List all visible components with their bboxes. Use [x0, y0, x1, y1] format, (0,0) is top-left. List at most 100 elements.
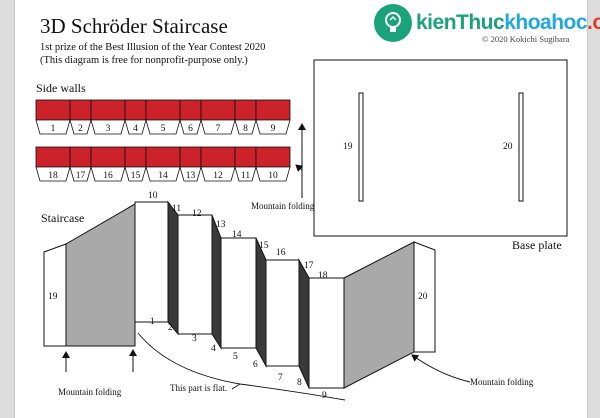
side-wall-top-white-tab — [255, 119, 291, 135]
step-bottom-number: 1 — [150, 317, 155, 327]
side-wall-top-red-tab — [124, 99, 147, 121]
step-top-number: 11 — [172, 204, 181, 214]
base-plate-label: Base plate — [512, 238, 562, 252]
side-wall-top-white-tab — [200, 119, 236, 135]
side-wall-top-red-tab — [255, 99, 291, 121]
step-face — [134, 201, 169, 323]
step-top-number: 10 — [148, 191, 158, 201]
flat-part-note: This part is flat. — [170, 383, 227, 393]
side-wall-bottom-red-tab — [35, 146, 71, 168]
step-face — [308, 277, 345, 389]
side-wall-top-number: 1 — [51, 124, 56, 134]
step-bottom-number: 9 — [322, 391, 327, 401]
side-walls-label: Side walls — [36, 81, 86, 95]
side-wall-bottom-number: 13 — [186, 171, 196, 181]
side-wall-bottom-white-tab — [90, 166, 126, 182]
step-bottom-number: 7 — [278, 373, 283, 383]
gray-wall-left — [65, 203, 136, 347]
side-wall-fold-label: Mountain folding — [251, 201, 315, 211]
side-wall-top-number: 6 — [188, 124, 193, 134]
side-wall-top-number: 2 — [78, 124, 83, 134]
side-wall-top-red-tab — [200, 99, 236, 121]
side-wall-top-red-tab — [179, 99, 202, 121]
side-wall-bottom-red-tab — [69, 146, 92, 168]
step-bottom-number: 5 — [233, 352, 238, 362]
side-wall-top-red-tab — [234, 99, 257, 121]
side-wall-bottom-white-tab — [200, 166, 236, 182]
side-wall-bottom-number: 15 — [131, 171, 141, 181]
side-wall-bottom-white-tab — [69, 166, 92, 182]
flat-part-brace-tick — [231, 383, 241, 390]
gray-wall-right — [343, 241, 415, 389]
staircase-label: Staircase — [41, 211, 84, 225]
step-bottom-number: 3 — [192, 334, 197, 344]
side-wall-top-red-tab — [35, 99, 71, 121]
watermark-part-3: .org — [587, 11, 600, 34]
side-wall-bottom-red-tab — [145, 146, 181, 168]
step-face — [220, 237, 257, 349]
mountain-fold-arrow-right — [411, 354, 471, 383]
step-top-number: 12 — [192, 209, 202, 219]
step-bottom-number: 4 — [211, 344, 216, 354]
step-riser — [211, 214, 222, 350]
step-top-number: 16 — [276, 248, 286, 258]
side-wall-top-red-tab — [69, 99, 92, 121]
step-top-number: 13 — [216, 220, 226, 230]
step-face — [265, 259, 300, 367]
page-title: 3D Schröder Staircase — [40, 14, 228, 38]
watermark-text: kienThuckhoahoc.org — [416, 11, 600, 35]
watermark-part-1: kienThuc — [416, 11, 505, 34]
step-top-number: 17 — [304, 261, 314, 271]
side-wall-top-white-tab — [179, 119, 202, 135]
step-face — [177, 214, 213, 335]
subtitle-award: 1st prize of the Best Illusion of the Ye… — [40, 42, 265, 53]
side-wall-bottom-red-tab — [90, 146, 126, 168]
side-wall-fold-arrow-bottom — [295, 164, 304, 172]
base-plate-number-right: 20 — [503, 142, 513, 152]
lightbulb-logo-icon — [374, 4, 412, 42]
site-watermark: kienThuckhoahoc.org — [374, 2, 600, 44]
subtitle-license: (This diagram is free for nonprofit-purp… — [40, 55, 248, 66]
step-top-number: 14 — [232, 230, 242, 240]
panel-number-right: 20 — [418, 292, 428, 302]
base-plate — [313, 59, 568, 237]
step-riser — [298, 258, 310, 389]
side-wall-bottom-red-tab — [200, 146, 236, 168]
step-bottom-number: 6 — [253, 360, 258, 370]
mountain-fold-label-right: Mountain folding — [470, 377, 534, 387]
side-wall-bottom-red-tab — [255, 146, 291, 168]
side-wall-top-number: 7 — [216, 124, 221, 134]
base-plate-slot-left — [358, 92, 364, 202]
side-wall-bottom-red-tab — [124, 146, 147, 168]
step-riser — [167, 200, 179, 336]
side-wall-top-number: 5 — [161, 124, 166, 134]
side-wall-top-white-tab — [145, 119, 181, 135]
side-wall-bottom-number: 10 — [268, 171, 278, 181]
side-wall-bottom-white-tab — [145, 166, 181, 182]
side-wall-bottom-white-tab — [124, 166, 147, 182]
base-plate-number-left: 19 — [343, 142, 353, 152]
side-wall-top-white-tab — [90, 119, 126, 135]
side-wall-top-number: 3 — [106, 124, 111, 134]
side-wall-bottom-number: 16 — [103, 171, 113, 181]
side-wall-bottom-number: 12 — [213, 171, 223, 181]
side-wall-top-number: 4 — [133, 124, 138, 134]
side-wall-bottom-red-tab — [234, 146, 257, 168]
step-bottom-number: 2 — [168, 323, 173, 333]
side-wall-top-white-tab — [69, 119, 92, 135]
step-top-number: 18 — [318, 271, 328, 281]
side-wall-bottom-white-tab — [179, 166, 202, 182]
side-wall-bottom-white-tab — [234, 166, 257, 182]
end-panel-right — [413, 241, 436, 353]
side-wall-top-white-tab — [35, 119, 71, 135]
mountain-fold-label-left: Mountain folding — [58, 387, 122, 397]
side-wall-bottom-red-tab — [179, 146, 202, 168]
side-wall-top-white-tab — [234, 119, 257, 135]
side-wall-bottom-number: 14 — [158, 171, 168, 181]
side-wall-bottom-number: 17 — [76, 171, 86, 181]
